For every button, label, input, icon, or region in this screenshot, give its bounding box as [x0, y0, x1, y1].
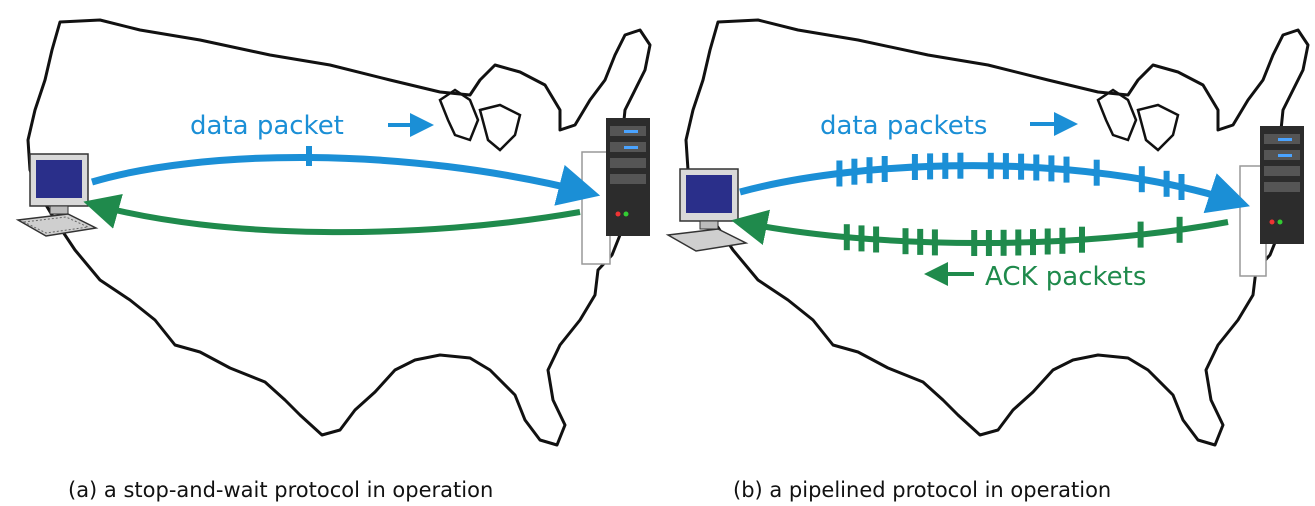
data-packet — [1002, 153, 1009, 180]
data-packet-group — [836, 152, 1185, 200]
computer-icon — [665, 168, 749, 252]
ack-packets-label: ACK packets — [985, 262, 1146, 292]
data-packet — [1093, 159, 1100, 186]
data-packets-label: data packets — [820, 111, 987, 141]
data-packet — [306, 146, 312, 166]
data-arrow — [91, 153, 601, 206]
ack-packet — [1015, 229, 1022, 256]
ack-packet — [873, 226, 880, 253]
data-packet — [942, 152, 949, 179]
ack-packet — [843, 224, 850, 251]
data-packet — [987, 152, 994, 179]
data-packet — [851, 158, 858, 185]
ack-packet — [858, 225, 865, 252]
data-packet — [881, 156, 888, 182]
data-packet — [1018, 153, 1025, 180]
data-packet — [1063, 156, 1070, 183]
us-map-outline — [684, 18, 1310, 447]
ack-packet — [931, 229, 938, 256]
ack-packet — [985, 230, 992, 256]
panel-pipelined: data packets ACK packets (b) a pipelined… — [658, 0, 1315, 506]
ack-packet — [1000, 229, 1007, 256]
data-packet — [1033, 154, 1040, 181]
ack-arrow — [731, 209, 1229, 246]
ack-packet — [1137, 221, 1144, 248]
data-packet — [911, 154, 918, 180]
ack-arrow — [83, 193, 581, 236]
ack-packet — [1030, 229, 1036, 256]
ack-packet — [1044, 228, 1051, 255]
data-packet-label: data packet — [190, 111, 344, 141]
ack-packet-group — [843, 216, 1183, 256]
ack-packet — [917, 228, 924, 255]
data-packet — [1138, 166, 1145, 193]
data-arrow — [739, 162, 1250, 214]
ack-packet — [1176, 216, 1183, 243]
computer-icon — [15, 153, 99, 237]
ack-packet — [902, 228, 909, 255]
panel-a-diagram: data packet — [15, 18, 652, 447]
data-packet — [957, 152, 964, 179]
data-packet — [1163, 170, 1170, 197]
data-packet — [836, 160, 843, 187]
caption-b: (b) a pipelined protocol in operation — [733, 478, 1112, 502]
ack-packet — [1059, 227, 1066, 254]
data-packet — [866, 157, 873, 184]
ack-packet — [1079, 226, 1085, 253]
ack-packet — [971, 230, 978, 256]
data-packet — [1178, 174, 1185, 200]
caption-a: (a) a stop-and-wait protocol in operatio… — [68, 478, 494, 502]
data-packet — [927, 153, 934, 180]
data-packet — [1048, 155, 1055, 182]
server-icon — [1239, 126, 1304, 277]
panel-b-diagram: data packets ACK packets — [665, 18, 1310, 447]
panel-stop-and-wait: data packet (a) a stop-and-wait protocol… — [0, 0, 657, 506]
